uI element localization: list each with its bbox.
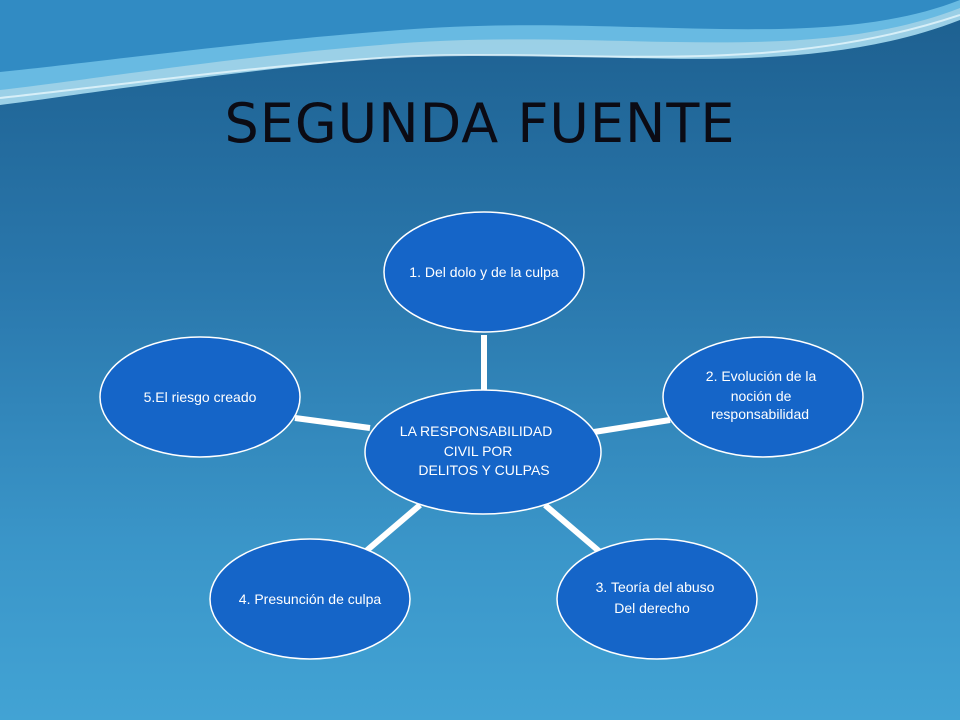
node-1: 1. Del dolo y de la culpa <box>383 211 585 333</box>
center-node-line-3: DELITOS Y CULPAS <box>418 462 549 478</box>
node-1-line-1: 1. Del dolo y de la culpa <box>409 264 559 280</box>
top-wave-highlight <box>0 14 960 99</box>
connector-3 <box>543 502 602 555</box>
center-node-label: LA RESPONSABILIDAD CIVIL POR DELITOS Y C… <box>400 423 556 478</box>
node-4-label: 4. Presunción de culpa <box>239 591 382 607</box>
node-1-label: 1. Del dolo y de la culpa <box>409 264 559 280</box>
node-2-label: 2. Evolución de la noción de responsabil… <box>706 368 820 422</box>
top-wave-dark <box>0 0 960 72</box>
center-node-line-1: LA RESPONSABILIDAD <box>400 423 553 439</box>
node-4-shape <box>209 538 411 660</box>
node-2-line-1: 2. Evolución de la <box>706 368 817 384</box>
node-2-line-2: noción de <box>731 388 792 404</box>
slide-title: SEGUNDA FUENTE <box>224 92 736 155</box>
node-3-shape <box>556 538 758 660</box>
node-5-shape <box>99 336 301 458</box>
node-5-line-1: 5.El riesgo creado <box>144 389 257 405</box>
node-4: 4. Presunción de culpa <box>209 538 411 660</box>
node-2-line-3: responsabilidad <box>711 406 809 422</box>
center-node-line-2: CIVIL POR <box>444 443 513 459</box>
connector-2 <box>593 417 671 435</box>
node-3: 3. Teoría del abuso Del derecho <box>556 538 758 660</box>
connector-4 <box>363 502 422 555</box>
center-node-shape <box>364 389 602 515</box>
node-3-line-2: Del derecho <box>614 600 690 616</box>
center-node: LA RESPONSABILIDAD CIVIL POR DELITOS Y C… <box>364 389 602 515</box>
node-1-shape <box>383 211 585 333</box>
node-5-label: 5.El riesgo creado <box>144 389 257 405</box>
node-2: 2. Evolución de la noción de responsabil… <box>662 336 864 458</box>
node-4-line-1: 4. Presunción de culpa <box>239 591 382 607</box>
node-5: 5.El riesgo creado <box>99 336 301 458</box>
connector-group <box>294 335 671 555</box>
node-3-label: 3. Teoría del abuso Del derecho <box>596 579 719 616</box>
connector-5 <box>294 415 371 431</box>
node-3-line-1: 3. Teoría del abuso <box>596 579 715 595</box>
node-2-shape <box>662 336 864 458</box>
